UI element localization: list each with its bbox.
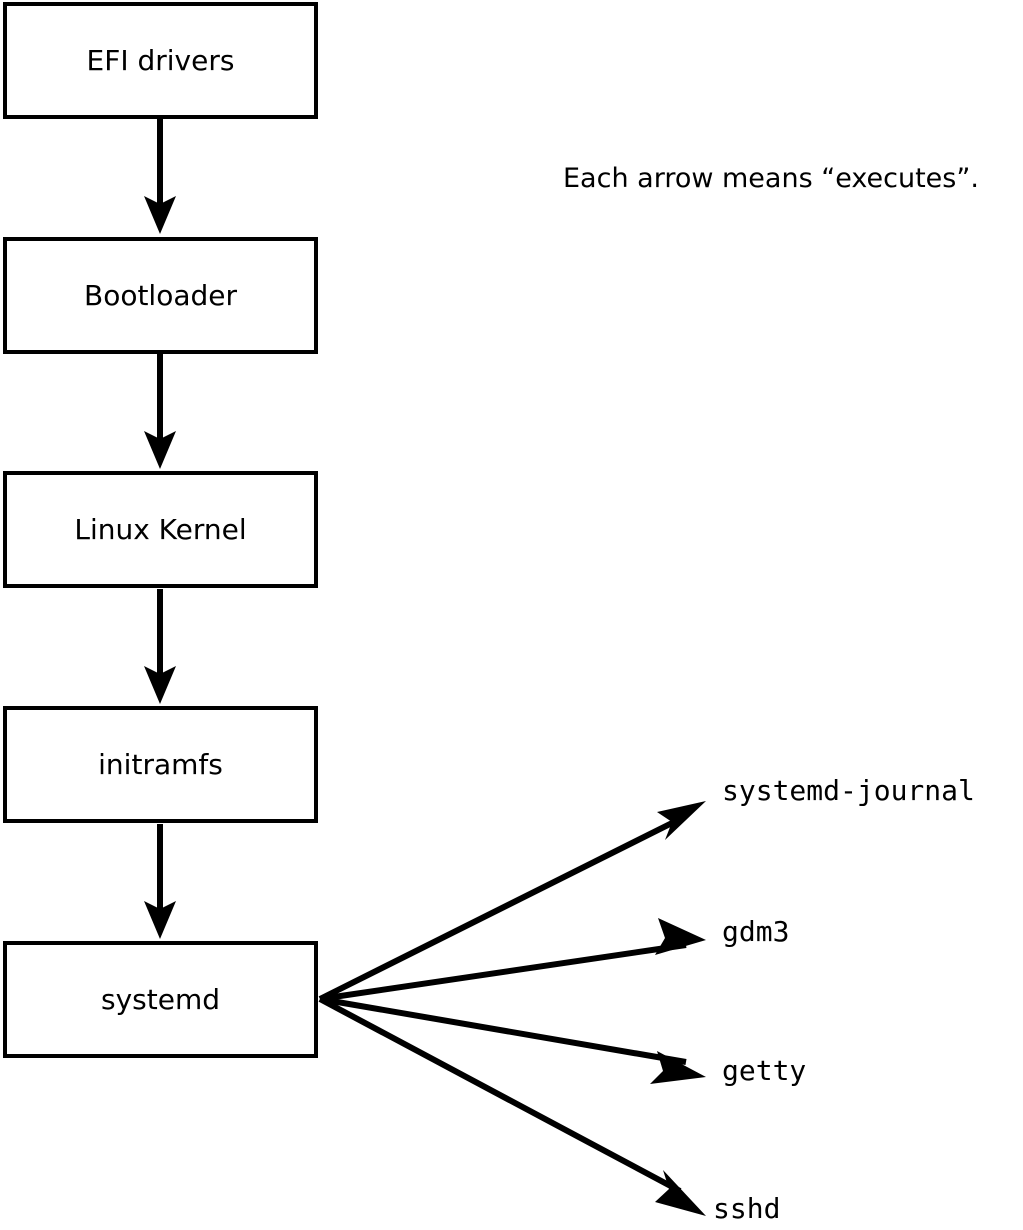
stage-box-initramfs[interactable]: initramfs bbox=[3, 706, 318, 823]
fanout-arrow-getty bbox=[319, 996, 706, 1084]
diagram-caption: Each arrow means “executes”. bbox=[563, 163, 979, 194]
stage-box-label: initramfs bbox=[98, 747, 223, 781]
service-label-systemd-journal[interactable]: systemd-journal bbox=[722, 774, 975, 807]
chain-arrow-initramfs-to-systemd bbox=[144, 824, 176, 939]
stage-box-efi-drivers[interactable]: EFI drivers bbox=[3, 2, 318, 119]
stage-box-label: systemd bbox=[101, 982, 220, 1016]
service-label-sshd[interactable]: sshd bbox=[713, 1192, 781, 1225]
chain-arrow-efi-to-bootloader bbox=[144, 119, 176, 234]
chain-arrow-bootloader-to-kernel bbox=[144, 354, 176, 469]
stage-box-bootloader[interactable]: Bootloader bbox=[3, 237, 318, 354]
chain-arrow-kernel-to-initramfs bbox=[144, 589, 176, 704]
fanout-arrow-systemd-journal bbox=[318, 801, 706, 1002]
service-label-getty[interactable]: getty bbox=[722, 1054, 807, 1087]
stage-box-label: Linux Kernel bbox=[74, 512, 247, 546]
fanout-arrow-sshd bbox=[318, 996, 706, 1216]
stage-box-systemd[interactable]: systemd bbox=[3, 941, 318, 1058]
service-label-gdm3[interactable]: gdm3 bbox=[722, 915, 790, 948]
stage-box-label: EFI drivers bbox=[86, 43, 235, 77]
stage-box-label: Bootloader bbox=[83, 278, 238, 312]
fanout-arrow-gdm3 bbox=[319, 918, 706, 1002]
stage-box-linux-kernel[interactable]: Linux Kernel bbox=[3, 471, 318, 588]
